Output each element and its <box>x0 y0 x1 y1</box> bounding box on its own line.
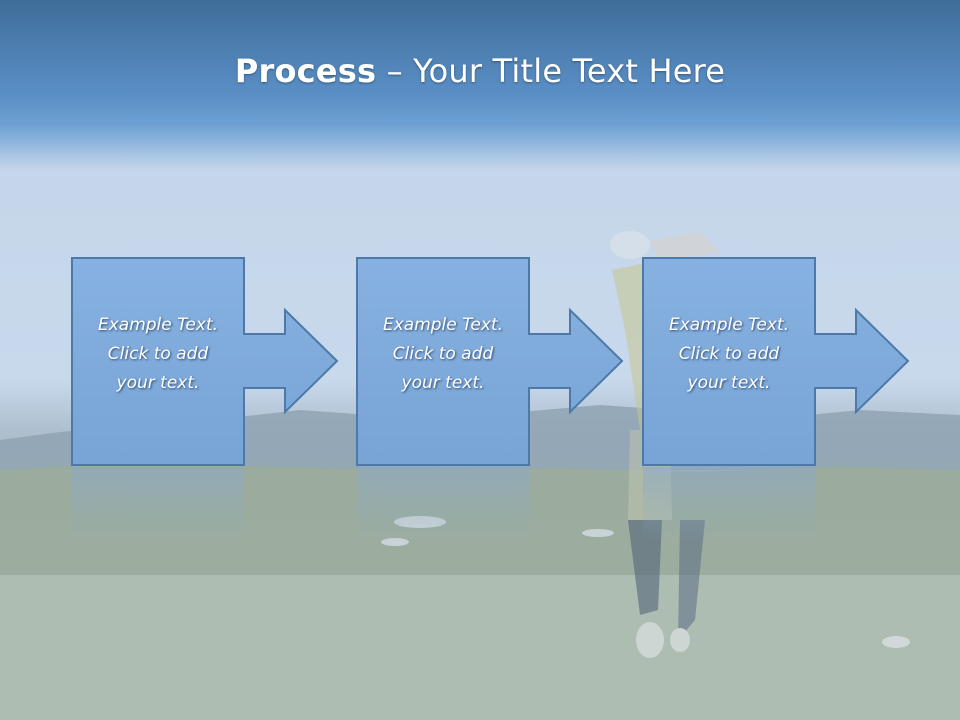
step-1-text[interactable]: Example Text. Click to add your text. <box>72 311 244 398</box>
step-1-line-3: your text. <box>116 373 200 393</box>
step-2-reflection <box>357 467 529 542</box>
step-3-line-2: Click to add <box>678 344 780 364</box>
step-2-text[interactable]: Example Text. Click to add your text. <box>357 311 529 398</box>
step-2-line-1: Example Text. <box>382 315 504 335</box>
step-3-line-3: your text. <box>687 373 771 393</box>
title-bold: Process <box>234 52 377 90</box>
step-1-line-1: Example Text. <box>97 315 219 335</box>
step-1-line-2: Click to add <box>107 344 209 364</box>
step-3-reflection <box>643 467 815 542</box>
step-1-arrow-box[interactable] <box>71 257 339 466</box>
title-rest: – Your Title Text Here <box>376 52 726 90</box>
step-3-text[interactable]: Example Text. Click to add your text. <box>643 311 815 398</box>
step-3-line-1: Example Text. <box>668 315 790 335</box>
step-2-line-2: Click to add <box>392 344 494 364</box>
step-2-line-3: your text. <box>401 373 485 393</box>
step-1-reflection <box>72 467 244 542</box>
step-2-arrow-box[interactable] <box>356 257 624 466</box>
step-3-arrow-box[interactable] <box>642 257 910 466</box>
slide-title[interactable]: Process – Your Title Text Here <box>0 52 960 90</box>
